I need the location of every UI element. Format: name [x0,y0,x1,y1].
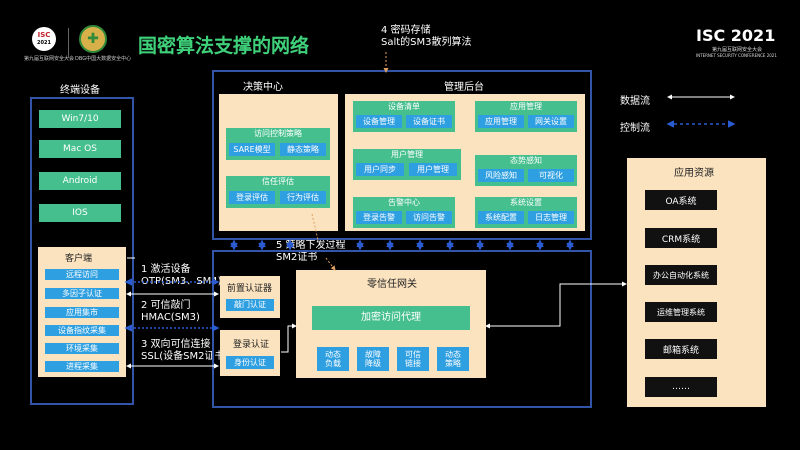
isc-logo-year: 2021 [37,40,51,46]
knock-auth: 敲门认证 [226,299,274,311]
client-title: 客户端 [65,254,93,264]
resource-crm: CRM系统 [645,228,717,248]
step2-label: 2 可信敲门 HMAC(SM3) [141,300,200,324]
feature-dynamic-load: 动态 负载 [317,347,349,371]
client-item-env: 环境采集 [45,343,119,354]
step1-line1: 1 激活设备 [141,264,191,275]
isc-logo-caption: 第九届互联网安全大会 [24,56,75,62]
legend-control-flow-label: 控制流 [620,123,650,134]
user-sync: 用户同步 [356,163,404,176]
app-manage: 应用管理 [478,115,524,128]
decision-panel [219,94,338,231]
client-item-fingerprint: 设备指纹采集 [45,325,119,336]
login-alert: 登录告警 [356,211,402,224]
device-manage: 设备管理 [356,115,402,128]
sys-settings-title: 系统设置 [475,197,577,208]
encrypted-proxy: 加密访问代理 [312,306,470,330]
access-alert: 访问告警 [406,211,452,224]
zero-trust-title: 零信任网关 [367,279,417,290]
pre-auth-title: 前置认证器 [227,284,273,294]
user-mgmt-title: 用户管理 [353,149,461,160]
policy-sare: SARE模型 [229,143,275,156]
pre-auth-panel [220,276,280,318]
step3-line1: 3 双向可信连接 [141,339,211,350]
step5-line2: SM2证书 [276,252,318,263]
client-item-appstore: 应用集市 [45,307,119,318]
policy-static: 静态策略 [280,143,326,156]
resources-title: 应用资源 [674,168,714,179]
resource-oa: OA系统 [645,190,717,210]
identity-auth: 身份认证 [226,356,274,369]
brand-subtitle-en: INTERNET SECURITY CONFERENCE 2021 [696,53,777,58]
legend-data-flow-label: 数据流 [620,96,650,107]
login-auth-title: 登录认证 [233,340,270,350]
feature-trusted-link: 可信 链接 [397,347,429,371]
step4-line1: 4 密码存储 [381,25,431,36]
step5-line1: 5 策略下发过程 [276,240,346,251]
gateway-settings: 网关设置 [528,115,574,128]
resource-ops: 运维管理系统 [645,302,717,322]
log-manage: 日志管理 [528,211,574,224]
alert-title: 告警中心 [353,197,455,208]
terminal-title: 终端设备 [60,85,100,96]
access-policy-title: 访问控制策略 [226,128,330,140]
step2-line2: HMAC(SM3) [141,312,200,323]
page-title: 国密算法支撑的网络 [138,35,310,57]
device-list-title: 设备清单 [353,101,455,112]
brand-subtitle-cn: 第九届互联网安全大会 [712,47,763,53]
device-cert: 设备证书 [406,115,452,128]
data-arrows [126,257,627,369]
terminal-frame [30,97,134,405]
resource-more: …… [645,377,717,397]
os-win: Win7/10 [39,110,121,128]
feature-fault-degrade: 故障 降级 [357,347,389,371]
logo-divider [68,28,69,58]
client-item-mfa: 多因子认证 [45,288,119,299]
step2-line1: 2 可信敲门 [141,300,191,311]
trust-login: 登录评估 [229,191,275,204]
sys-config: 系统配置 [478,211,524,224]
app-mgmt-title: 应用管理 [475,101,577,112]
os-mac: Mac OS [39,140,121,158]
brand-title: ISC 2021 [696,26,776,45]
visualization: 可视化 [528,169,574,182]
feature-dynamic-policy: 动态 策略 [437,347,469,371]
step4-label: 4 密码存储 Salt的SM3散列算法 [381,25,472,49]
os-ios: IOS [39,204,121,222]
situation-title: 态势感知 [475,155,577,166]
trust-behavior: 行为评估 [280,191,326,204]
os-android: Android [39,172,121,190]
step3-label: 3 双向可信连接 SSL(设备SM2证书) [141,339,228,363]
isc-logo: ISC 2021 [32,27,56,51]
trust-eval-title: 信任评估 [226,176,330,188]
decision-title: 决策中心 [243,82,283,93]
dbg-logo: ✚ [79,25,107,53]
resource-mail: 邮箱系统 [645,339,717,359]
admin-title: 管理后台 [444,82,484,93]
user-manage: 用户管理 [409,163,457,176]
resource-office-automation: 办公自动化系统 [645,265,717,285]
step5-label: 5 策略下发过程 SM2证书 [276,240,346,264]
step4-line2: Salt的SM3散列算法 [381,37,472,48]
dbg-logo-caption: DBG中国大数据安全中心 [75,56,132,62]
control-arrows [124,239,574,332]
step3-line2: SSL(设备SM2证书) [141,351,229,362]
client-item-remote: 远程访问 [45,269,119,280]
step5-arrow [311,213,335,270]
risk-awareness: 风险感知 [478,169,524,182]
control-plane-frame [212,70,592,240]
isc-logo-badge: ISC [37,31,51,39]
client-item-process: 进程采集 [45,361,119,372]
